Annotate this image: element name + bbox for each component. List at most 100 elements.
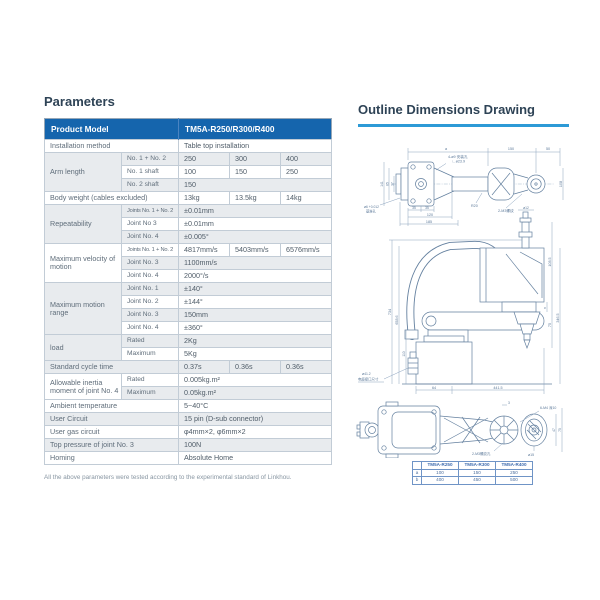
param-value: 2Kg	[178, 334, 332, 348]
param-value: 150	[178, 178, 332, 192]
param-value: 0.36s	[280, 360, 332, 374]
param-value: ±0.005°	[178, 230, 332, 244]
param-sub-label: No. 1 shaft	[121, 165, 179, 179]
variant-cell: 150	[458, 468, 496, 478]
param-value: 100N	[178, 438, 332, 452]
param-sub-label: Joints No. 1 + No. 2	[121, 204, 179, 218]
param-value: ±360°	[178, 321, 332, 335]
top-left-dim2: 85	[386, 182, 390, 186]
param-value: 13kg	[178, 191, 230, 205]
param-value: 5Kg	[178, 347, 332, 361]
param-label: User Circuit	[44, 412, 179, 426]
outline-heading: Outline Dimensions Drawing	[358, 102, 535, 117]
param-group-label: Maximum velocity of motion	[44, 243, 122, 283]
variant-header-cell: TM5A-R300	[458, 461, 496, 470]
param-value: 0.005kg.m²	[178, 373, 332, 387]
param-value: 5403mm/s	[229, 243, 281, 257]
table-row: Joint No 3±0.01mm	[45, 217, 332, 231]
param-value: ±144°	[178, 295, 332, 309]
top-hole-note: 4-ø9 安装孔	[448, 154, 468, 159]
param-value: 150mm	[178, 308, 332, 322]
param-label: Ambient temperature	[44, 399, 179, 413]
side-dim-8: 8	[543, 307, 547, 309]
top-left-dim1: 141	[380, 181, 384, 187]
bottom-thread-note: 2-M3螺纹孔	[472, 451, 491, 456]
param-value: 15 pin (D-sub connector)	[178, 412, 332, 426]
bottom-view: 3 6-M4 深10 47 75 2-M3螺纹孔 ø15	[356, 401, 563, 458]
product-model-header: Product Model	[44, 118, 179, 140]
side-dim-108-5: 108.5	[548, 257, 552, 266]
footnote: All the above parameters were tested acc…	[44, 474, 292, 481]
variant-cell: b	[412, 476, 422, 485]
table-header-row: Product Model TM5A-R250/R300/R400	[44, 118, 332, 140]
parameters-heading: Parameters	[44, 94, 115, 109]
model-value-header: TM5A-R250/R300/R400	[178, 118, 332, 140]
top-left-dim3: 37	[391, 182, 395, 186]
param-sub-label: Joint No. 3	[121, 308, 179, 322]
top-dim-108: 108	[559, 181, 563, 187]
param-sub-label: Joint No. 4	[121, 321, 179, 335]
side-height-dim2: 658.6	[395, 315, 399, 324]
variant-cell: 450	[458, 476, 496, 485]
param-value: 250	[178, 152, 230, 166]
param-value: ±0.01mm	[178, 204, 332, 218]
variant-cell: 500	[495, 476, 533, 485]
param-group-label: Repeatability	[44, 204, 122, 244]
variant-header-cell: TM5A-R400	[495, 461, 533, 470]
table-row: Joint No. 4±0.005°	[45, 230, 332, 244]
top-dim-150: 150	[508, 147, 514, 151]
param-sub-label: Joint No. 1	[121, 282, 179, 296]
param-sub-label: Joint No. 4	[121, 269, 179, 283]
table-row: Joint No. 4±360°	[45, 321, 332, 335]
top-dim-50: 50	[546, 147, 550, 151]
param-sub-label: Joint No 3	[121, 217, 179, 231]
param-label: Homing	[44, 451, 179, 465]
side-cable-note: 电缆接口尺寸	[358, 377, 379, 382]
side-dim-75: 75	[548, 323, 552, 327]
param-value: Absolute Home	[178, 451, 332, 465]
param-value: 0.05kg.m²	[178, 386, 332, 400]
param-sub-label: Maximum	[121, 386, 179, 400]
param-value: 250	[280, 165, 332, 179]
param-value: 0.37s	[178, 360, 230, 374]
variant-cell: 100	[421, 468, 459, 478]
param-group-label: Arm length	[44, 152, 122, 192]
param-value: 4817mm/s	[178, 243, 230, 257]
side-shaft-dia: ø12	[523, 206, 529, 210]
side-dim-441: 441.5	[493, 386, 502, 390]
param-value: 13.5kg	[229, 191, 281, 205]
top-datum-note2: 基准孔	[366, 209, 377, 214]
variant-cell: 250	[495, 468, 533, 478]
side-cable-dia: ø41.2	[362, 372, 371, 376]
param-value: 150	[229, 165, 281, 179]
param-sub-label: No. 2 shaft	[121, 178, 179, 192]
param-label: Body weight (cables excluded)	[44, 191, 179, 205]
side-dim-110: 110	[402, 351, 406, 356]
param-label: Top pressure of joint No. 3	[44, 438, 179, 452]
param-sub-label: Joints No. 1 + No. 2	[121, 243, 179, 257]
param-sub-label: No. 1 + No. 2	[121, 152, 179, 166]
param-sub-label: Rated	[121, 334, 179, 348]
param-value: ±140°	[178, 282, 332, 296]
top-thread-note: 2-M3螺纹	[498, 208, 514, 213]
param-value: φ4mm×2, φ6mm×2	[178, 425, 332, 439]
side-height-dim: 734	[388, 309, 392, 315]
param-label: Installation method	[44, 139, 179, 153]
